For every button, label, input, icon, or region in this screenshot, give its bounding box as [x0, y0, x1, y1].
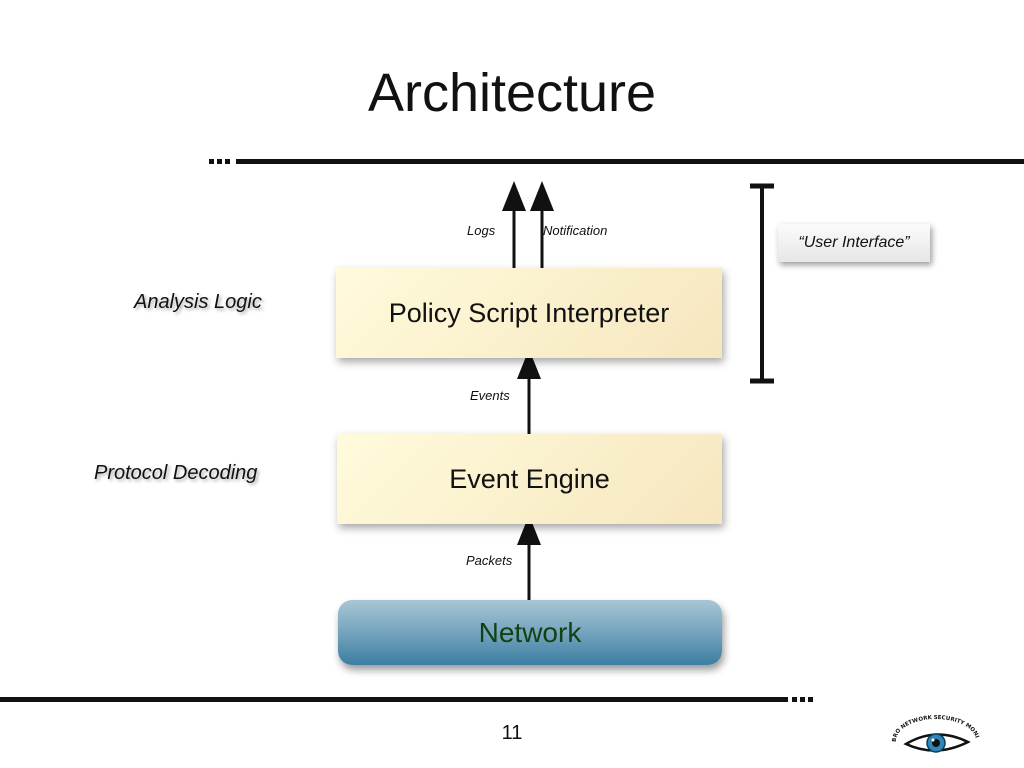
network-box-label: Network: [478, 616, 582, 648]
logs-label: Logs: [467, 223, 496, 238]
top-rule-dots: [209, 159, 230, 164]
top-rule: [236, 159, 1024, 164]
notification-label: Notification: [543, 223, 608, 238]
user-interface-note: “User Interface”: [778, 224, 930, 262]
policy-script-interpreter-box: Policy Script Interpreter: [336, 268, 722, 358]
event-engine-box: Event Engine: [337, 434, 722, 524]
event-box-label: Event Engine: [449, 463, 610, 494]
events-label: Events: [470, 388, 510, 403]
bottom-rule-dots: [792, 697, 813, 702]
bro-eye-logo: BRO NETWORK SECURITY MONITOR: [886, 712, 980, 753]
packets-label: Packets: [466, 553, 513, 568]
policy-box-label: Policy Script Interpreter: [388, 297, 670, 328]
user-interface-label: “User Interface”: [798, 234, 910, 251]
user-interface-bracket: [750, 183, 774, 384]
analysis-logic-label: Analysis Logic: [134, 291, 262, 313]
protocol-decoding-label: Protocol Decoding: [94, 462, 258, 484]
slide-title: Architecture: [367, 63, 657, 123]
page-number: 11: [501, 722, 523, 744]
bottom-rule: [0, 697, 788, 702]
network-box: Network: [338, 600, 722, 665]
